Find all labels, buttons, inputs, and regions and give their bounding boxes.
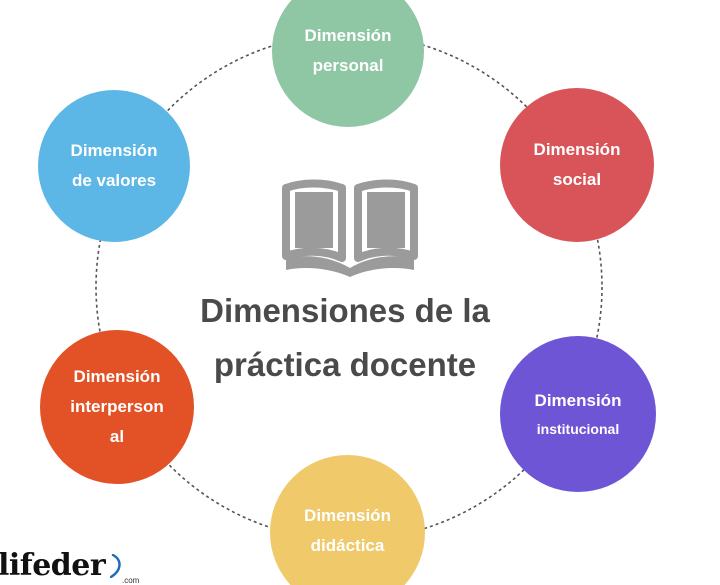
- node-label-line: Dimensión: [70, 141, 158, 160]
- node-dimension-valores: Dimensión de valores: [38, 90, 190, 242]
- title-line-1: Dimensiones de la: [200, 292, 490, 329]
- node-dimension-didactica: Dimensión didáctica: [270, 455, 425, 585]
- node-label-line: Dimensión: [73, 367, 161, 386]
- node-label-line: social: [552, 170, 602, 189]
- diagram-title: Dimensiones de la práctica docente: [160, 284, 530, 392]
- node-label-line: Dimensión: [304, 506, 391, 525]
- node-label-line: Dimensión: [304, 26, 392, 45]
- node-dimension-institucional: Dimensión institucional: [500, 336, 656, 492]
- node-dimension-personal: Dimensión personal: [272, 0, 424, 127]
- brand-name: lifeder: [0, 548, 106, 583]
- brand-domain: .com: [122, 576, 140, 585]
- node-dimension-social: Dimensión social: [500, 88, 654, 242]
- node-dimension-interpersonal: Dimensión interperson al: [40, 330, 194, 484]
- node-label-line: de valores: [71, 171, 157, 190]
- swoosh-icon: [110, 554, 121, 578]
- node-label-line: al: [109, 427, 125, 446]
- node-label-line: Dimensión: [534, 391, 622, 410]
- open-book-icon: [282, 179, 418, 277]
- node-label-line: Dimensión: [533, 140, 621, 159]
- title-line-2: práctica docente: [213, 346, 477, 383]
- node-label-line: personal: [312, 56, 384, 75]
- node-label-line: institucional: [536, 421, 620, 437]
- brand-logo: lifeder .com: [0, 548, 150, 585]
- node-label-line: interperson: [70, 397, 164, 416]
- node-label-line: didáctica: [310, 536, 385, 555]
